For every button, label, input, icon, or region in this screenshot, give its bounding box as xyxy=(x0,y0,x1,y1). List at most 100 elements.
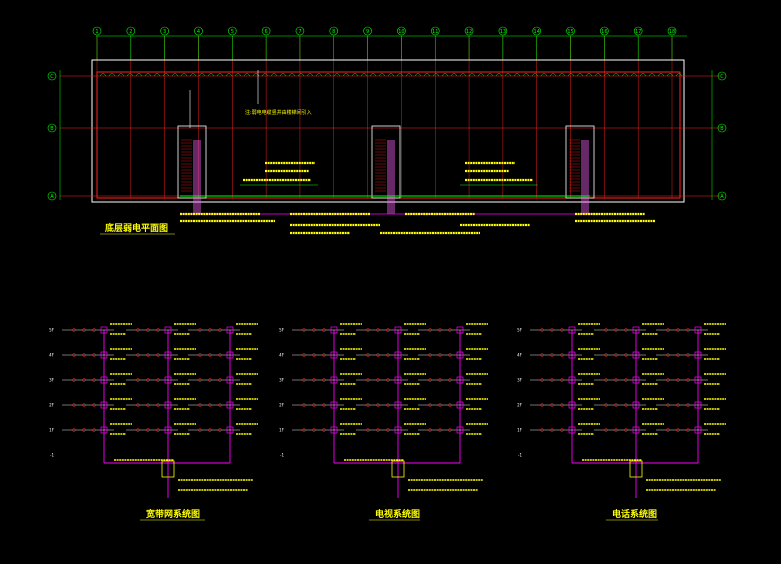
window-mark xyxy=(369,73,377,77)
outlet-symbol xyxy=(136,328,140,332)
column-axis-bubble xyxy=(667,26,677,36)
floor-label: 4F xyxy=(517,353,523,358)
window-mark xyxy=(585,73,593,77)
distribution-box xyxy=(456,401,464,409)
outlet-symbol xyxy=(624,353,628,357)
window-mark xyxy=(405,73,413,77)
outlet-symbol xyxy=(624,378,628,382)
outlet-symbol xyxy=(676,403,680,407)
column-axis-label: 18 xyxy=(669,29,675,35)
system-title-tv: 电视系统图 xyxy=(375,508,420,520)
outlet-symbol xyxy=(550,353,554,357)
outlet-symbol xyxy=(686,428,690,432)
window-mark xyxy=(180,73,188,77)
outlet-symbol xyxy=(82,378,86,382)
outlet-symbol xyxy=(322,353,326,357)
outlet-symbol xyxy=(448,328,452,332)
column-axis-label: 16 xyxy=(601,29,607,35)
outlet-symbol xyxy=(686,353,690,357)
distribution-box xyxy=(330,401,338,409)
outlet-symbol xyxy=(614,428,618,432)
distribution-box xyxy=(100,376,108,384)
outlet-symbol xyxy=(676,353,680,357)
row-axis-bubble xyxy=(717,123,727,133)
column-axis-bubble xyxy=(532,26,542,36)
stairwells xyxy=(177,70,595,214)
stairwell-box xyxy=(177,125,207,199)
outlet-symbol xyxy=(386,428,390,432)
distribution-box xyxy=(568,426,576,434)
column-axis-label: 3 xyxy=(163,29,166,35)
outlet-symbol xyxy=(72,403,76,407)
row-axis-bubble xyxy=(47,123,57,133)
window-mark xyxy=(216,73,224,77)
outlet-symbol xyxy=(686,328,690,332)
column-axis-bubble xyxy=(160,26,169,36)
outlet-symbol xyxy=(686,378,690,382)
window-mark xyxy=(540,73,548,77)
window-mark xyxy=(621,73,629,77)
distribution-box xyxy=(164,351,172,359)
outlet-symbol xyxy=(448,378,452,382)
distribution-box xyxy=(568,351,576,359)
outlet-symbol xyxy=(614,328,618,332)
window-mark xyxy=(126,73,134,77)
row-axis-label: B xyxy=(720,126,724,132)
outlet-symbol xyxy=(666,378,670,382)
outlet-symbol xyxy=(438,403,442,407)
outlet-symbol xyxy=(676,428,680,432)
window-mark xyxy=(612,73,620,77)
distribution-box xyxy=(456,326,464,334)
column-axis-bubble xyxy=(566,26,575,36)
row-axis-bubble xyxy=(717,71,727,81)
outlet-symbol xyxy=(540,378,544,382)
column-axis-bubble xyxy=(194,26,203,36)
outlet-symbol xyxy=(448,428,452,432)
window-mark xyxy=(306,73,314,77)
outlet-symbol xyxy=(208,353,212,357)
outlet-symbol xyxy=(146,428,150,432)
outlet-symbol xyxy=(438,378,442,382)
system-title-broadband: 宽带网系统图 xyxy=(145,508,200,520)
outlet-symbol xyxy=(428,428,432,432)
window-mark xyxy=(558,73,566,77)
window-mark xyxy=(144,73,152,77)
outlet-symbol xyxy=(218,328,222,332)
outlet-symbol xyxy=(208,328,212,332)
window-mark xyxy=(387,73,395,77)
outlet-symbol xyxy=(428,353,432,357)
column-axis-bubble xyxy=(633,26,643,36)
outlet-symbol xyxy=(302,428,306,432)
window-mark xyxy=(189,73,197,77)
distribution-box xyxy=(226,426,234,434)
floor-label: 3F xyxy=(279,378,285,383)
outlet-symbol xyxy=(312,428,316,432)
distribution-box xyxy=(568,401,576,409)
outlet-symbol xyxy=(322,328,326,332)
outlet-symbol xyxy=(302,328,306,332)
system-title-phone: 电话系统图 xyxy=(612,508,657,520)
outlet-symbol xyxy=(428,403,432,407)
window-mark xyxy=(522,73,530,77)
distribution-box xyxy=(456,426,464,434)
column-axis-label: 6 xyxy=(265,29,268,35)
outlet-symbol xyxy=(448,353,452,357)
outlet-symbol xyxy=(448,403,452,407)
column-axis-label: 13 xyxy=(500,29,506,35)
outlet-symbol xyxy=(550,403,554,407)
window-mark xyxy=(288,73,296,77)
outlet-symbol xyxy=(208,403,212,407)
outlet-symbol xyxy=(540,428,544,432)
distribution-box xyxy=(100,401,108,409)
window-mark xyxy=(297,73,305,77)
outlet-symbol xyxy=(604,353,608,357)
outlet-symbol xyxy=(624,403,628,407)
distribution-box xyxy=(394,326,402,334)
distribution-box xyxy=(394,401,402,409)
plan-note: 注:弱电电缆竖井由楼梯间引入 xyxy=(245,109,312,116)
outlet-symbol xyxy=(302,353,306,357)
floor-label: -1 xyxy=(50,453,54,458)
main-cabinet xyxy=(391,460,405,478)
